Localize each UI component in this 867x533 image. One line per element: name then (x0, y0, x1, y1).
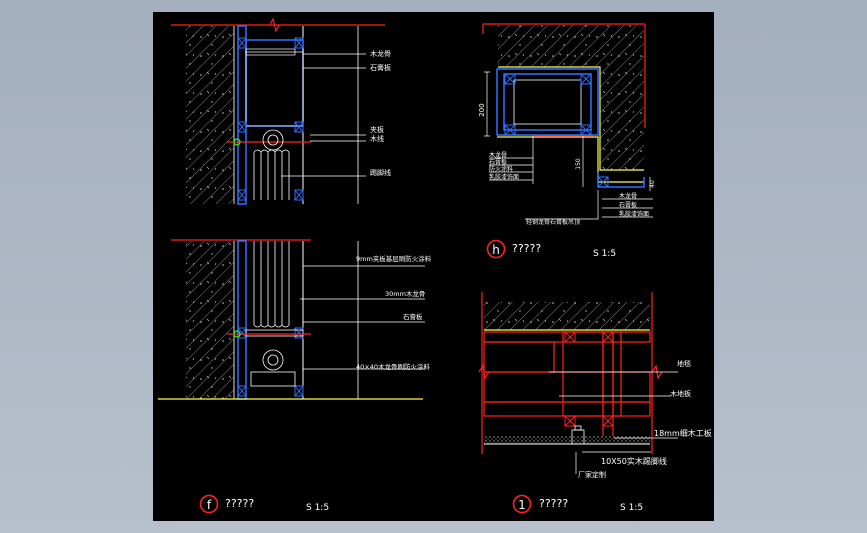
label-f-b1: 9mm夹板基层刷防火涂料 (356, 254, 432, 263)
scale-1: S 1:5 (620, 503, 643, 513)
dim-h-150: 150 (575, 158, 582, 170)
title-1: ????? (539, 497, 568, 510)
marker-f: f (207, 498, 212, 512)
label-i-r3: 18mm细木工板 (654, 428, 712, 438)
floor-finish (484, 436, 650, 444)
scale-h: S 1:5 (593, 249, 616, 259)
label-h-r2: 石膏板 (619, 201, 637, 209)
dim-h-200: 200 (478, 103, 486, 116)
label-h-bottom: 轻钢龙骨石膏板吊顶 (526, 218, 580, 226)
cad-drawing: 木龙骨 石膏板 夹板 木线 踢脚线 (158, 17, 712, 514)
detail-1: 地毯 木地板 18mm细木工板 10X50实木踢脚线 厂家定制 1 ????? … (478, 292, 712, 514)
label-i-r1: 地毯 (677, 359, 691, 368)
label-f-a5: 踢脚线 (370, 168, 391, 177)
label-h-l2: 石膏板 (489, 158, 507, 166)
cad-viewport[interactable]: 木龙骨 石膏板 夹板 木线 踢脚线 (153, 12, 714, 521)
detail-h: 200 150 40 木龙骨 石膏板 防火涂料 乳胶漆饰面 木龙骨 石膏板 乳胶… (478, 23, 656, 259)
label-f-b3: 石膏板 (403, 312, 423, 321)
label-i-r5: 厂家定制 (578, 470, 606, 479)
title-f: ????? (225, 497, 254, 510)
detail-f: 木龙骨 石膏板 夹板 木线 踢脚线 (158, 17, 432, 514)
label-i-r2: 木地板 (670, 389, 691, 398)
label-f-a4: 木线 (370, 134, 384, 143)
label-h-r3: 乳胶漆饰面 (619, 210, 649, 218)
label-f-b4: 40×40木龙骨刷防火涂料 (356, 362, 430, 371)
label-f-a3: 夹板 (370, 125, 384, 134)
marker-h: h (492, 243, 500, 257)
label-h-l3: 防火涂料 (489, 165, 513, 173)
radiator-upper (253, 129, 290, 200)
scale-f: S 1:5 (306, 503, 329, 513)
label-f-a2: 石膏板 (370, 63, 391, 72)
label-h-l1: 木龙骨 (489, 151, 507, 159)
radiator-lower (245, 241, 304, 387)
label-f-a1: 木龙骨 (370, 49, 391, 58)
label-h-r1: 木龙骨 (619, 192, 637, 200)
title-h: ????? (512, 242, 541, 255)
marker-1: 1 (518, 498, 526, 512)
label-i-r4: 10X50实木踢脚线 (601, 456, 667, 466)
label-f-b2: 30mm木龙骨 (385, 289, 425, 298)
label-h-l4: 乳胶漆饰面 (489, 173, 519, 181)
dim-h-40: 40 (649, 180, 656, 188)
